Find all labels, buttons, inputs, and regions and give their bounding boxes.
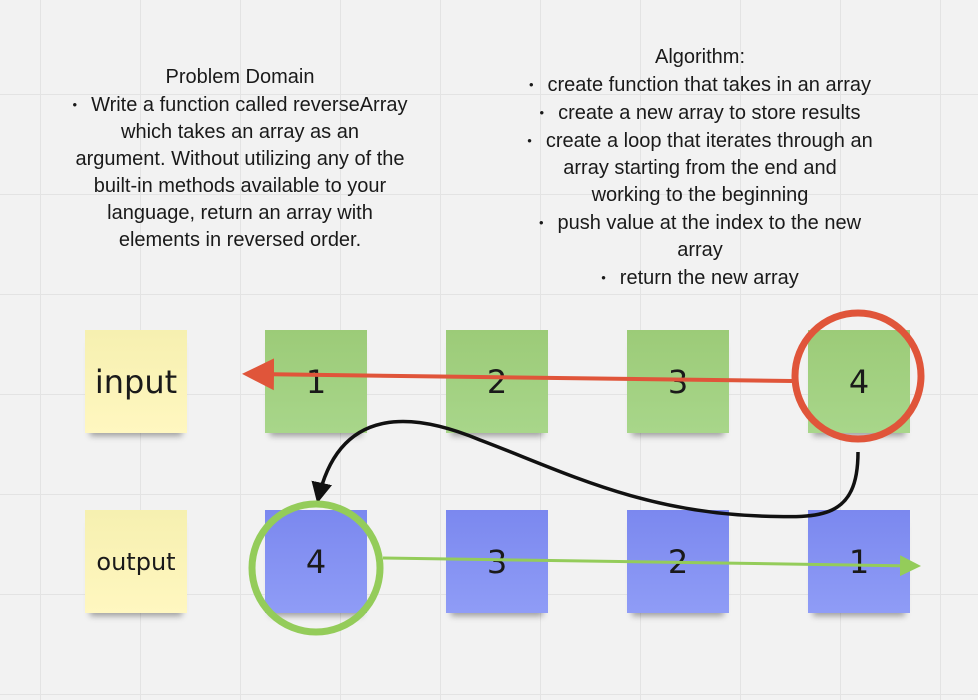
green-circle [248, 500, 384, 636]
input-note[interactable]: 1 [265, 330, 367, 433]
algorithm-step: return the new array [480, 264, 920, 292]
output-value: 1 [848, 542, 870, 581]
algorithm: Algorithm: create function that takes in… [480, 44, 920, 292]
red-arrow [242, 358, 793, 391]
output-value: 3 [486, 542, 508, 581]
problem-domain-title: Problem Domain [165, 66, 315, 88]
algorithm-step: create function that takes in an array [480, 71, 920, 99]
problem-domain: Problem Domain •Write a function called … [40, 64, 440, 254]
input-label: input [94, 362, 178, 401]
output-label: output [96, 547, 176, 576]
input-label-note[interactable]: input [85, 330, 187, 433]
black-curve-arrow [311, 419, 860, 519]
algorithm-step: create a new array to store results [480, 99, 920, 127]
input-value: 1 [305, 362, 327, 401]
algorithm-title: Algorithm: [654, 46, 746, 68]
input-value: 4 [848, 362, 870, 401]
algorithm-step: create a loop that iterates through anar… [480, 127, 920, 209]
input-note[interactable]: 4 [808, 330, 910, 433]
input-value: 2 [486, 362, 508, 401]
red-circle [791, 309, 925, 443]
output-note[interactable]: 1 [808, 510, 910, 613]
problem-domain-text: •Write a function called reverseArray wh… [72, 94, 408, 251]
output-label-note[interactable]: output [85, 510, 187, 613]
green-arrow [382, 555, 921, 577]
input-note[interactable]: 2 [446, 330, 548, 433]
output-note[interactable]: 4 [265, 510, 367, 613]
output-value: 4 [305, 542, 327, 581]
